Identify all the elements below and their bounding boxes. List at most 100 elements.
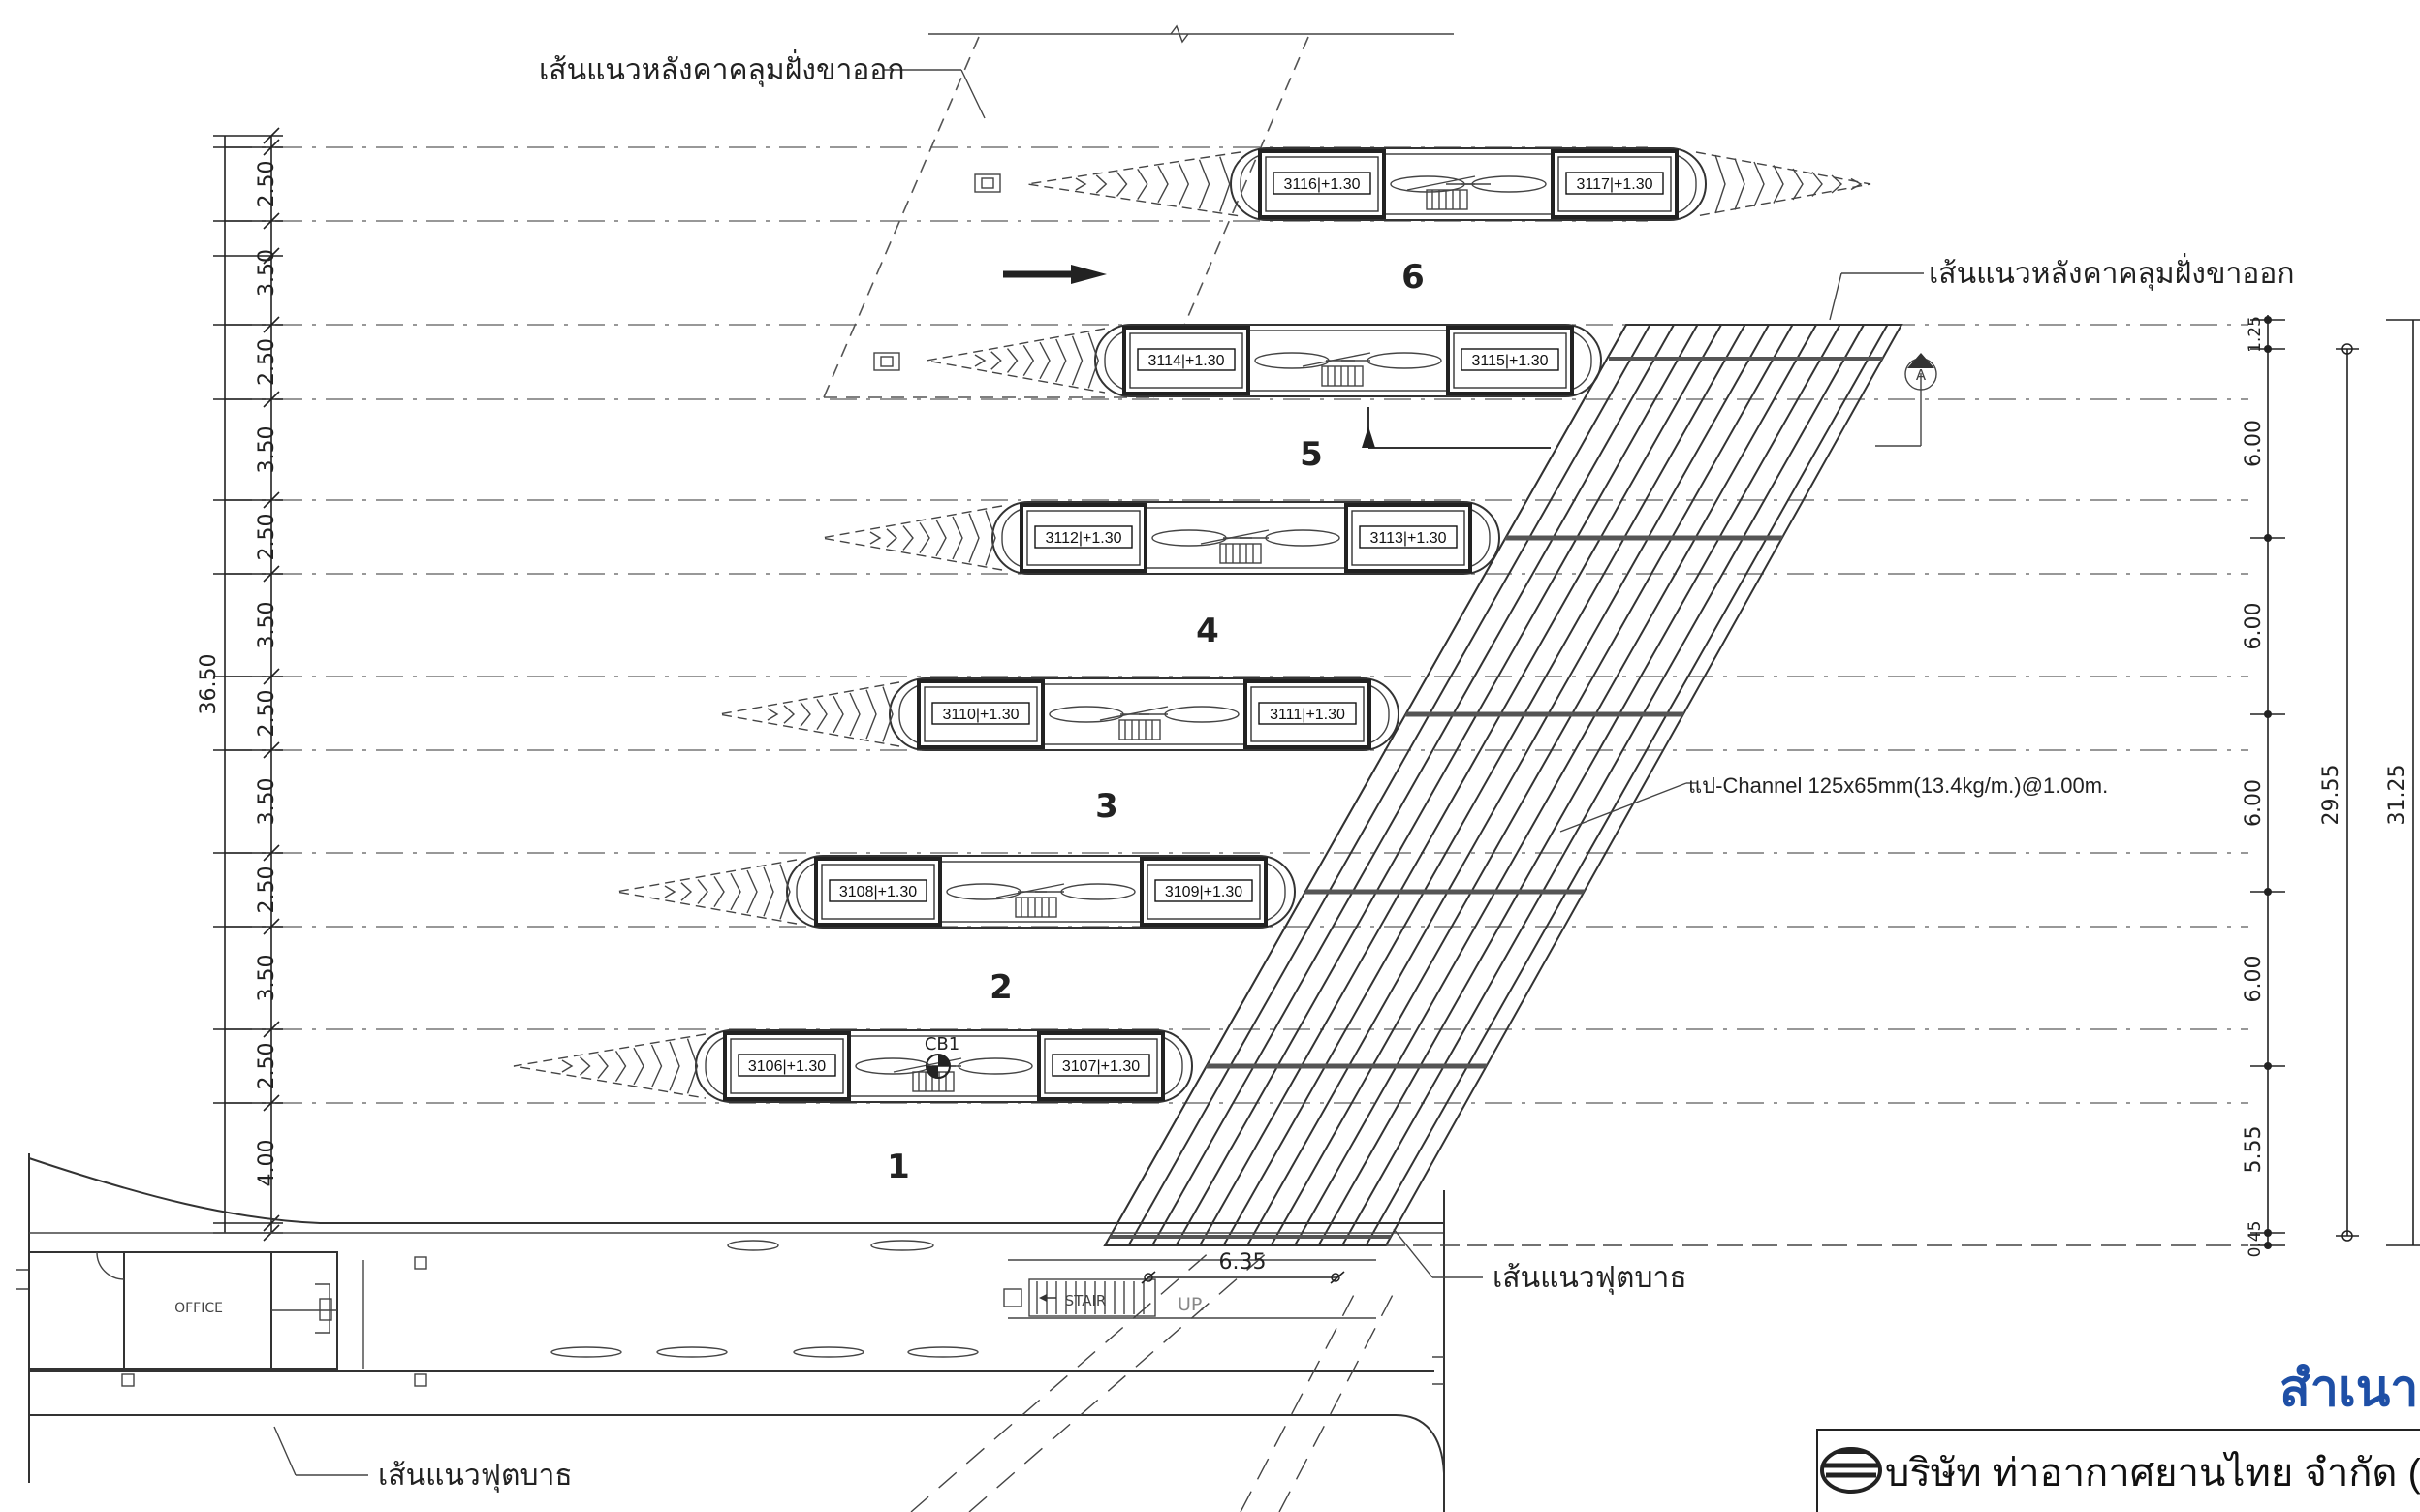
left-segment-dimension: 2.50 xyxy=(255,338,279,386)
right-dim-dot xyxy=(2264,345,2272,353)
left-dim-tick-mark xyxy=(263,1021,280,1038)
lane-number-3: 3 xyxy=(1095,787,1118,826)
right-segment-dimension: 6.00 xyxy=(2242,420,2266,467)
right-dim-dot xyxy=(2264,710,2272,718)
purlin-line xyxy=(1294,325,1817,1245)
island-chevron xyxy=(865,689,877,740)
stair-up-label: UP. xyxy=(1178,1294,1205,1315)
booth-number-box xyxy=(1034,525,1133,549)
company-logo-icon xyxy=(1820,1447,1882,1494)
barrier-gate-left xyxy=(1254,352,1330,369)
canopy-outline-exit xyxy=(823,24,1454,398)
booth-number-box xyxy=(1359,525,1458,549)
island-nose-taper xyxy=(821,505,1003,571)
booth-step xyxy=(1426,189,1468,210)
island-chevron xyxy=(763,866,774,917)
island-nose-taper xyxy=(615,859,798,925)
canopy-label-right: เส้นแนวหลังคาคลุมฝั่งขาออก xyxy=(1929,253,2295,292)
left-segment-dimension: 4.00 xyxy=(255,1140,279,1187)
island-curb xyxy=(991,501,1500,575)
booth-step xyxy=(1118,719,1161,740)
booth-number-box xyxy=(1052,1054,1150,1077)
left-dim-tick-mark xyxy=(263,212,280,230)
canopy-label-right-leader: เส้นแนวหลังคาคลุมฝั่งขาออก xyxy=(1829,253,2295,321)
left-dim-tick-mark xyxy=(263,247,280,265)
right-total-dimension-b: 31.25 xyxy=(2385,765,2409,826)
island-chevron xyxy=(1075,177,1087,191)
island-curb xyxy=(1230,147,1707,221)
right-dim-dot xyxy=(2264,1229,2272,1237)
footpath-label-bottom-leader: เส้นแนวฟุตบาธ xyxy=(273,1426,573,1494)
booth-number-box xyxy=(1273,172,1371,195)
island-chevron xyxy=(1095,174,1108,194)
booth-number-right: 3107|+1.30 xyxy=(1062,1058,1140,1075)
booth-number-box xyxy=(1258,702,1357,725)
island-curb xyxy=(889,677,1399,751)
island-tail-chevron xyxy=(1753,161,1765,207)
lane-number-5: 5 xyxy=(1300,435,1323,474)
toll-booth-inner xyxy=(924,686,1038,742)
barrier-gate-right xyxy=(1367,352,1442,369)
left-dim-tick-mark xyxy=(263,668,280,685)
office-building: OFFICE xyxy=(28,1251,427,1387)
right-dimension-chain: 29.55 31.25 1.256.006.006.006.005.550.45 xyxy=(2242,315,2420,1257)
purlin-line xyxy=(1341,325,1865,1245)
right-dim-dot xyxy=(2264,888,2272,896)
booth-step-rail xyxy=(1302,352,1371,367)
toll-booth-inner xyxy=(1044,1038,1158,1094)
island-chevron xyxy=(746,869,758,914)
island-chevron xyxy=(580,1056,591,1076)
span-dimension-value: 6.35 xyxy=(1219,1250,1267,1275)
island-chevron xyxy=(1006,348,1019,373)
toll-booth-inner xyxy=(1265,156,1379,212)
section-marker-a[interactable]: A xyxy=(1362,353,1937,449)
booth-number-box xyxy=(1461,348,1559,371)
island-chevron xyxy=(713,876,725,907)
purlin-line xyxy=(1199,325,1722,1245)
booth-step-rail xyxy=(1200,529,1270,545)
island-curb-inner xyxy=(1104,330,1592,392)
island-chevron xyxy=(1198,159,1210,209)
booth-number-box xyxy=(931,702,1030,725)
barrier-gate-left xyxy=(1151,529,1227,547)
footpath-label-bottom: เส้นแนวฟุตบาธ xyxy=(378,1460,573,1494)
booth-number-box xyxy=(738,1054,836,1077)
island-curb xyxy=(786,855,1296,929)
left-segment-dimension: 3.50 xyxy=(255,602,279,649)
cb1-marker: CB1 xyxy=(925,1034,959,1079)
island-chevron xyxy=(800,702,811,727)
booth-number-right: 3115|+1.30 xyxy=(1471,353,1548,369)
island-chevron xyxy=(664,885,676,898)
left-dim-tick-mark xyxy=(263,844,280,862)
island-curb-inner xyxy=(1240,153,1697,215)
island-curb-inner xyxy=(1001,507,1491,569)
booth-step xyxy=(1015,897,1057,918)
office-label: OFFICE xyxy=(174,1301,223,1316)
island-chevron xyxy=(1137,169,1148,200)
booth-number-left: 3110|+1.30 xyxy=(942,707,1019,723)
left-segment-dimension: 2.50 xyxy=(255,866,279,914)
left-total-dimension: 36.50 xyxy=(197,654,221,715)
left-segment-dimension: 2.50 xyxy=(255,514,279,561)
cb1-fill xyxy=(927,1055,950,1078)
purlin-line xyxy=(1127,325,1651,1245)
island-nose-taper xyxy=(926,328,1106,394)
island-chevron xyxy=(816,699,828,730)
right-total-dot xyxy=(2341,1230,2353,1242)
toll-booth-inner xyxy=(1026,510,1141,566)
booth-number-right: 3113|+1.30 xyxy=(1369,530,1446,547)
barrier-gate-right xyxy=(958,1057,1033,1075)
left-dim-tick-mark xyxy=(263,391,280,408)
purlin-label-leader: แป-Channel 125x65mm(13.4kg/m.)@1.00m. xyxy=(1559,773,2108,833)
right-segment-dimension: 5.55 xyxy=(2242,1126,2266,1174)
toll-booth-inner xyxy=(1147,864,1261,920)
island-chevron xyxy=(869,531,882,545)
section-marker-label: A xyxy=(1916,366,1927,384)
left-dim-tick-mark xyxy=(263,741,280,759)
island-tail-chevron xyxy=(1831,174,1843,194)
